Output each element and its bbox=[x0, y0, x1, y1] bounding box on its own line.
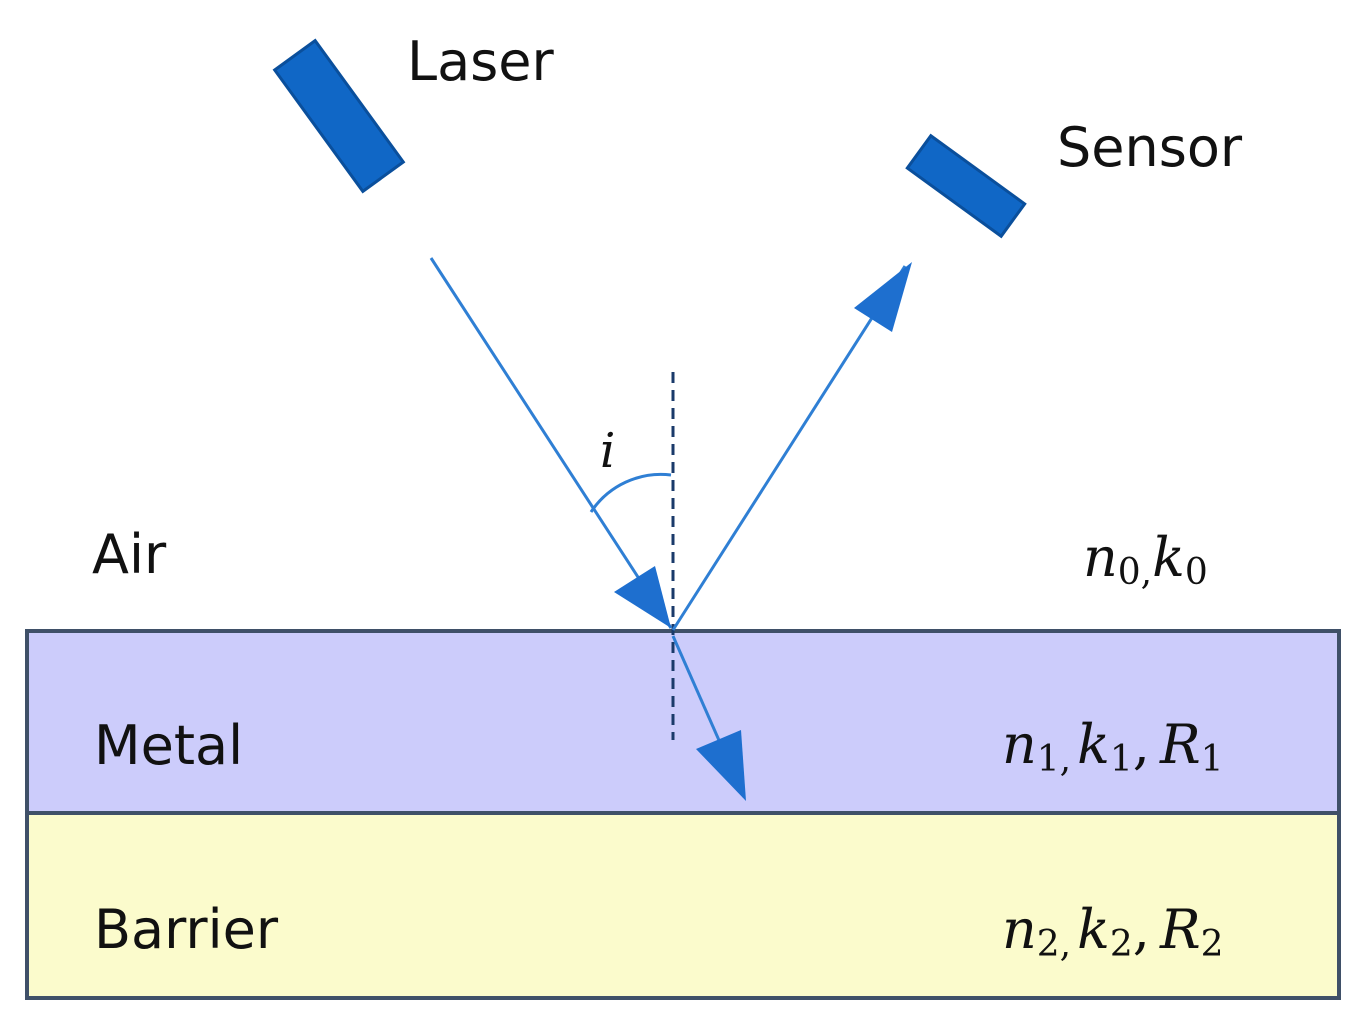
air-properties: n0,k0 bbox=[1083, 526, 1208, 593]
metal-label: Metal bbox=[94, 714, 243, 777]
barrier-properties: n2,k2,R2 bbox=[1002, 898, 1224, 965]
reflected-arrowhead bbox=[854, 262, 912, 332]
refracted-arrowhead bbox=[696, 730, 746, 801]
barrier-layer bbox=[25, 811, 1341, 1000]
reflected-ray bbox=[671, 265, 907, 631]
incident-arrowhead bbox=[614, 566, 671, 628]
angle-label: i bbox=[600, 423, 615, 479]
air-label: Air bbox=[92, 523, 167, 586]
laser-device bbox=[272, 38, 406, 194]
laser-label: Laser bbox=[407, 30, 555, 93]
incident-ray bbox=[429, 257, 673, 629]
incidence-angle-arc bbox=[589, 472, 672, 513]
metal-properties: n1,k1,R1 bbox=[1002, 713, 1224, 780]
barrier-label: Barrier bbox=[94, 898, 279, 961]
sensor-device bbox=[905, 133, 1027, 239]
sensor-label: Sensor bbox=[1057, 116, 1243, 179]
